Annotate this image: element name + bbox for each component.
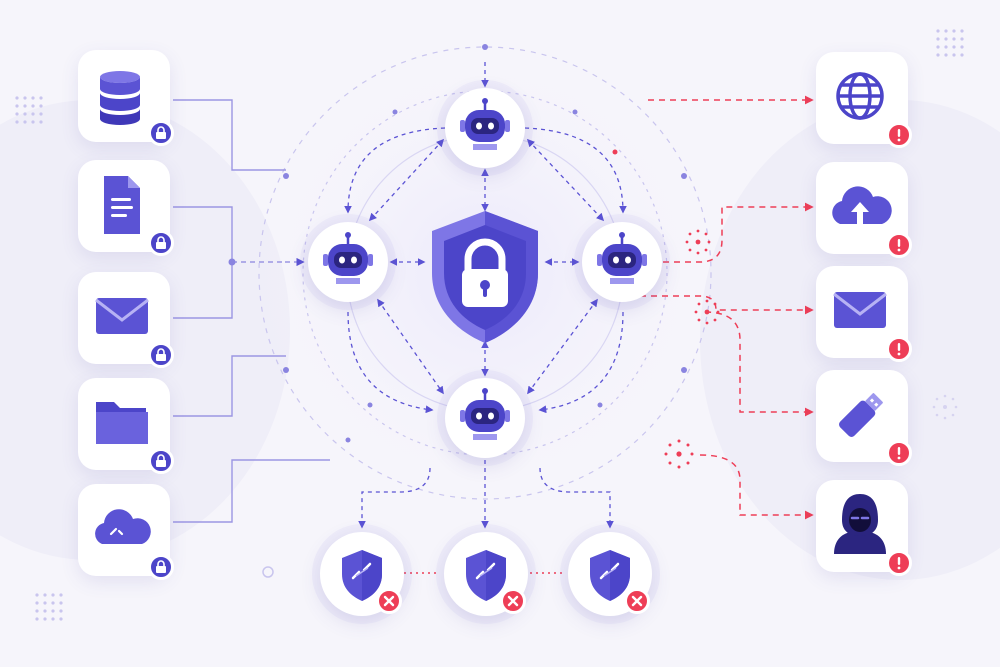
ai-agent-left [308, 222, 388, 302]
lock-icon [148, 120, 174, 146]
source-connectors [173, 99, 330, 523]
shield-check-icon [342, 550, 382, 601]
source-card-folder [78, 378, 174, 474]
burst-marker-3 [664, 439, 694, 469]
lock-icon [148, 342, 174, 368]
threat-card-usb-drive [816, 370, 912, 466]
document-icon [104, 176, 140, 234]
envelope-icon [95, 298, 149, 334]
source-card-email [78, 272, 174, 368]
shield-lock-icon [432, 211, 538, 343]
alert-icon [886, 232, 912, 258]
agent-connectors [344, 62, 627, 529]
blocked-shield-3 [568, 532, 652, 616]
cloud-upload-icon [832, 186, 892, 224]
dot-grid-top-left [15, 96, 43, 124]
ai-agent-top [445, 88, 525, 168]
source-card-document [78, 160, 174, 256]
alert-icon [886, 122, 912, 148]
lock-icon [148, 448, 174, 474]
burst-marker-2 [694, 299, 720, 325]
robot-icon [460, 388, 510, 440]
dot-grid-bottom-left [35, 593, 63, 621]
threat-card-web [816, 52, 912, 148]
usb-drive-icon [839, 393, 883, 437]
hacker-icon [834, 494, 886, 554]
alert-icon [886, 336, 912, 362]
threat-card-email [816, 266, 912, 362]
cloud-icon [95, 509, 151, 544]
ai-agent-bottom [445, 378, 525, 458]
robot-icon [597, 232, 647, 284]
threat-connectors [404, 95, 814, 574]
blocked-shield-1 [320, 532, 404, 616]
folder-icon [96, 402, 148, 444]
threat-card-hacker [816, 480, 912, 576]
shield-check-icon [590, 550, 630, 601]
globe-icon [836, 72, 884, 120]
ai-agent-right [582, 222, 662, 302]
envelope-icon [833, 292, 887, 328]
lock-icon [148, 230, 174, 256]
central-shield [420, 205, 550, 347]
dot-grid-top-right [936, 29, 964, 57]
alert-icon [886, 550, 912, 576]
blocked-shield-2 [444, 532, 528, 616]
x-icon [376, 588, 402, 614]
source-card-database [78, 50, 174, 146]
robot-icon [460, 98, 510, 150]
shield-check-icon [466, 550, 506, 601]
burst-marker-1 [685, 229, 711, 255]
robot-icon [323, 232, 373, 284]
burst-marker-4 [932, 394, 958, 420]
orbit-dots [262, 44, 687, 578]
x-icon [624, 588, 650, 614]
source-card-cloud [78, 484, 174, 580]
x-icon [500, 588, 526, 614]
lock-icon [148, 554, 174, 580]
alert-icon [886, 440, 912, 466]
database-icon [100, 71, 140, 125]
threat-card-cloud-upload [816, 162, 912, 258]
